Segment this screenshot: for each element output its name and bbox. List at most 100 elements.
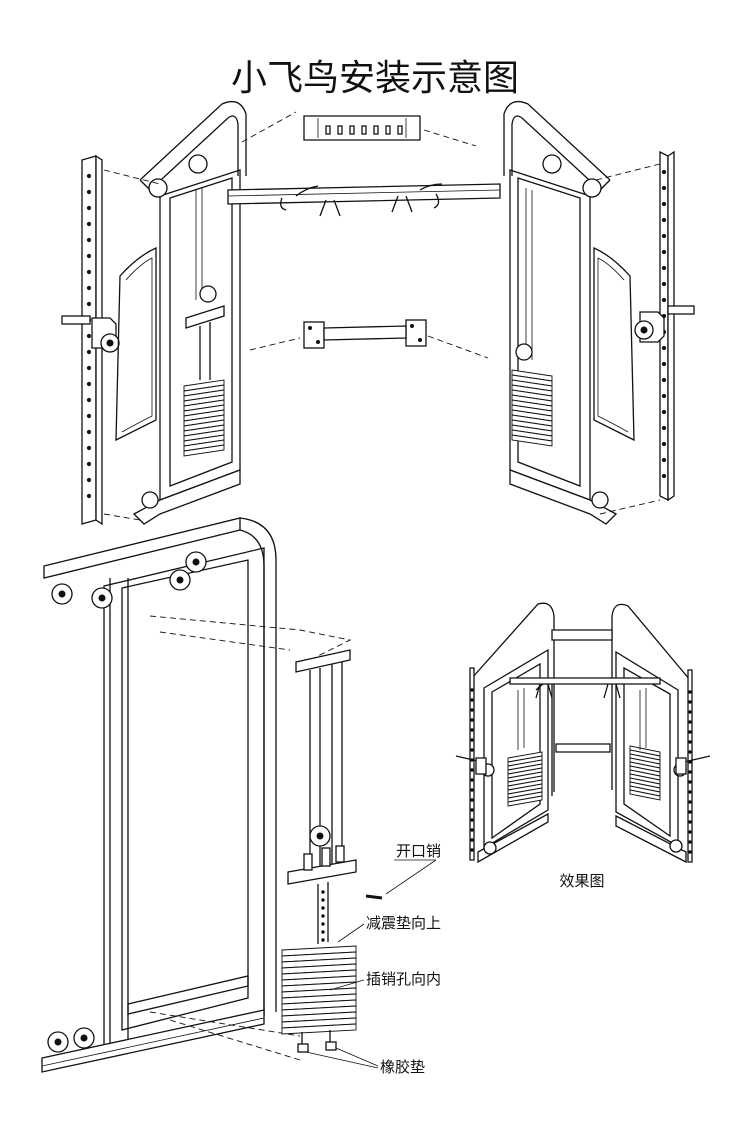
weight-plate [281, 1023, 357, 1035]
adjustment-hole [661, 281, 667, 287]
label-effect-view: 效果图 [559, 872, 604, 890]
adjustment-hole [86, 301, 92, 307]
weight-plate [511, 434, 553, 447]
adjustment-hole [86, 173, 92, 179]
weight-plate [507, 795, 543, 807]
middle-bracket [303, 319, 427, 349]
adjustment-hole [86, 397, 92, 403]
label-pin-hole-inward: 插销孔向内 [366, 970, 441, 988]
adjustment-hole [86, 477, 92, 483]
adjustment-hole [661, 185, 667, 191]
cable-column-icon [281, 649, 357, 1053]
weight-stack-icon [281, 945, 357, 1035]
adjustment-hole [86, 445, 92, 451]
adjustment-hole [661, 425, 667, 431]
assembled-effect-view: 效果图 [455, 602, 711, 890]
adjustment-hole [470, 708, 474, 712]
right-upright-post [634, 150, 695, 502]
adjustment-hole [688, 780, 692, 784]
adjustment-hole [321, 922, 325, 926]
adjustment-hole [470, 778, 474, 782]
pulley-icon [199, 285, 217, 303]
adjustment-hole [661, 409, 667, 415]
adjustment-hole [688, 800, 692, 804]
pulley-icon [141, 491, 159, 509]
pulley-icon [483, 841, 497, 855]
adjustment-hole [688, 690, 692, 694]
adjustment-hole [661, 441, 667, 447]
adjustment-hole [86, 205, 92, 211]
adjustment-hole [661, 169, 667, 175]
exploded-view [61, 100, 695, 526]
adjustment-hole [688, 810, 692, 814]
pulley-icon [188, 154, 208, 174]
adjustment-hole [86, 429, 92, 435]
adjustment-hole [688, 850, 692, 854]
adjustment-hole [688, 740, 692, 744]
adjustment-hole [688, 770, 692, 774]
adjustment-hole [688, 820, 692, 824]
adjustment-hole [470, 698, 474, 702]
adjustment-hole [688, 720, 692, 724]
adjustment-hole [86, 461, 92, 467]
adjustment-hole [321, 890, 325, 894]
adjustment-hole [661, 265, 667, 271]
adjustment-hole [661, 233, 667, 239]
adjustment-hole [688, 790, 692, 794]
top-bracket [303, 115, 421, 141]
adjustment-hole [321, 930, 325, 934]
adjustment-hole [661, 201, 667, 207]
adjustment-hole [661, 249, 667, 255]
adjustment-hole [470, 848, 474, 852]
right-main-frame [503, 100, 635, 525]
weight-plate [183, 444, 225, 457]
adjustment-hole [688, 840, 692, 844]
adjustment-hole [470, 828, 474, 832]
adjustment-hole [86, 253, 92, 259]
adjustment-hole [86, 333, 92, 339]
adjustment-hole [688, 710, 692, 714]
adjustment-hole [470, 768, 474, 772]
adjustment-hole [470, 838, 474, 842]
adjustment-hole [86, 189, 92, 195]
adjustment-hole [661, 345, 667, 351]
adjustment-hole [661, 457, 667, 463]
frame-detail-view: 开口销 减震垫向上 插销孔向内 橡胶垫 [41, 517, 441, 1076]
adjustment-hole [688, 700, 692, 704]
adjustment-hole [470, 688, 474, 692]
adjustment-hole [688, 730, 692, 734]
adjustment-hole [86, 237, 92, 243]
adjustment-hole [688, 830, 692, 834]
adjustment-hole [470, 818, 474, 822]
adjustment-hole [661, 473, 667, 479]
label-shock-pad-up: 减震垫向上 [366, 914, 441, 932]
page-title: 小飞鸟安装示意图 [231, 58, 519, 99]
adjustment-hole [86, 493, 92, 499]
label-cotter-pin: 开口销 [396, 842, 441, 860]
adjustment-hole [86, 269, 92, 275]
upper-crossbar [227, 183, 501, 217]
adjustment-hole [86, 413, 92, 419]
adjustment-hole [321, 938, 325, 942]
adjustment-hole [661, 297, 667, 303]
adjustment-hole [470, 728, 474, 732]
adjustment-hole [688, 750, 692, 754]
adjustment-hole [470, 748, 474, 752]
adjustment-hole [470, 718, 474, 722]
adjustment-hole [86, 365, 92, 371]
adjustment-hole [661, 393, 667, 399]
adjustment-hole [86, 285, 92, 291]
adjustment-hole [86, 381, 92, 387]
weight-stack-icon [183, 379, 225, 457]
adjustment-hole [470, 798, 474, 802]
pulley-icon [148, 178, 168, 198]
pulley-icon [669, 839, 683, 853]
left-upright-post [61, 154, 120, 526]
weight-plate [629, 789, 661, 801]
label-rubber-pad: 橡胶垫 [380, 1058, 425, 1076]
adjustment-hole [661, 361, 667, 367]
adjustment-hole [321, 914, 325, 918]
adjustment-hole [86, 221, 92, 227]
